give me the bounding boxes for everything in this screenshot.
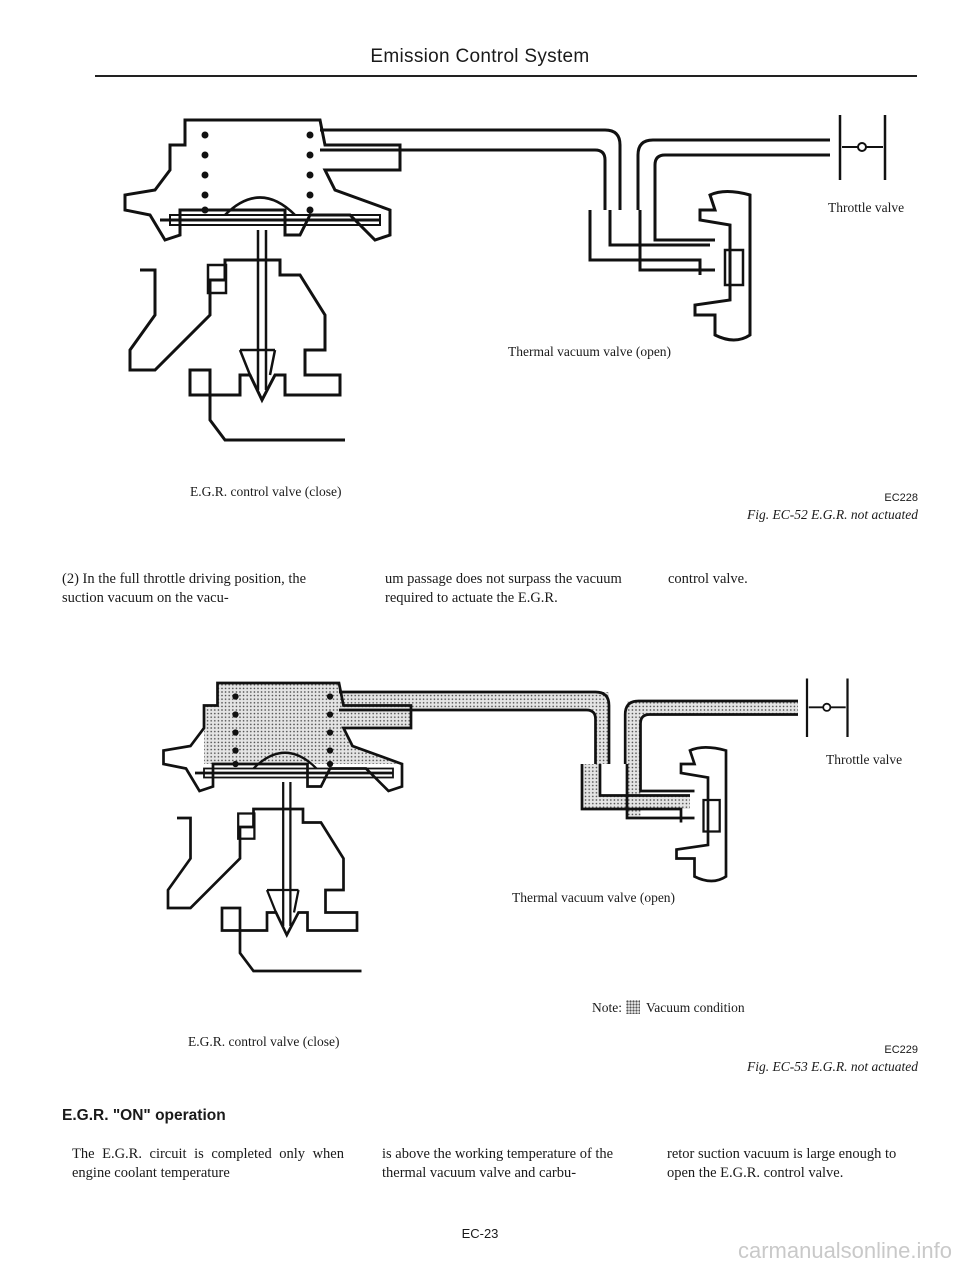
throttle-valve-label-2: Throttle valve	[826, 752, 903, 767]
thermal-vacuum-valve-label-2: Thermal vacuum valve (open)	[512, 890, 676, 905]
egr-diagram-not-actuated	[100, 100, 920, 500]
watermark: carmanualsonline.info	[737, 1238, 952, 1263]
figure-code-1: EC228	[884, 492, 918, 504]
egr-diagram-vacuum-condition	[100, 665, 920, 1025]
vacuum-swatch-icon	[626, 1000, 640, 1014]
egr-control-valve-label-2: E.G.R. control valve (close)	[188, 1034, 340, 1049]
thermal-vacuum-valve-label-1: Thermal vacuum valve (open)	[508, 344, 672, 359]
note-text: Vacuum condition	[646, 1000, 745, 1015]
vacuum-note: Note: Vacuum condition	[592, 1000, 745, 1016]
figure-caption-1: Fig. EC-52 E.G.R. not actuated	[747, 507, 918, 522]
note-prefix: Note:	[592, 1000, 622, 1015]
section-col1: The E.G.R. circuit is completed only whe…	[72, 1146, 344, 1181]
text1-col2: um passage does not surpass the vacuum r…	[385, 571, 622, 606]
page-number: EC-23	[461, 1226, 499, 1241]
text1-col1: (2) In the full throttle driving positio…	[62, 571, 307, 606]
egr-control-valve-label-1: E.G.R. control valve (close)	[190, 484, 342, 499]
section-col3: retor suction vacuum is large enough to …	[667, 1146, 897, 1181]
page-header-title: Emission Control System	[370, 46, 590, 67]
figure-caption-2: Fig. EC-53 E.G.R. not actuated	[747, 1059, 918, 1074]
throttle-valve-label-1: Throttle valve	[828, 200, 905, 215]
header-rule	[95, 75, 917, 77]
section-col2: is above the working temperature of the …	[382, 1146, 614, 1181]
section-heading: E.G.R. "ON" operation	[62, 1107, 226, 1124]
text1-col3: control valve.	[668, 571, 748, 587]
figure-code-2: EC229	[884, 1044, 918, 1056]
